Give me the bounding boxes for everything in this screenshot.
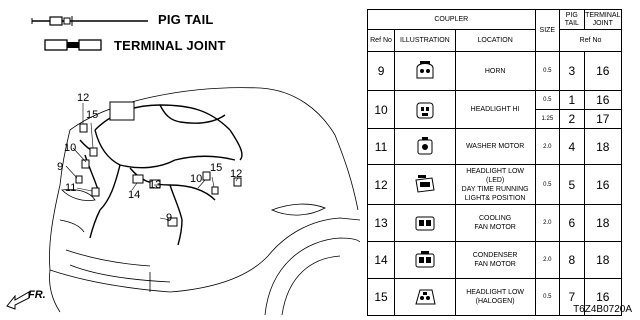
location-line: COOLING (478, 215, 512, 222)
row-location: HEADLIGHT LOW (LED) DAY TIME RUNNING LIG… (454, 164, 536, 205)
location-line: HEADLIGHT LOW (466, 167, 525, 175)
row-size: 1.25 (534, 109, 561, 129)
row-terminal-joint: 16 (583, 51, 623, 91)
callout-15-left: 15 (86, 109, 99, 121)
callout-13: 13 (149, 179, 162, 191)
row-size: 0.5 (534, 278, 561, 316)
row-ref: 11 (366, 128, 396, 165)
engine-harness-drawing (49, 87, 360, 316)
size-header: SIZE (534, 9, 561, 52)
callout-12-right: 12 (230, 168, 243, 180)
location-line: DAY TIME RUNNING (461, 185, 529, 193)
callout-12-left: 12 (77, 92, 90, 104)
front-direction-label: FR. (28, 289, 46, 301)
row-terminal-joint: 16 (583, 278, 623, 316)
connector-illustration (394, 90, 456, 129)
location-line: CONDENSER (472, 252, 518, 259)
callout-11: 11 (65, 182, 77, 194)
callout-9-right: 9 (166, 212, 173, 224)
row-location: WASHER MOTOR (454, 128, 536, 165)
location-line: (LED) (485, 176, 505, 184)
coupler-header: COUPLER (367, 9, 536, 30)
row-size: 0.5 (534, 90, 561, 110)
row-ref: 13 (366, 204, 396, 242)
table-row: 12 HEADLIGHT LOW (LED) DAY TIME RUNNING … (366, 164, 623, 205)
cooling-fan-connector-icon (415, 216, 435, 231)
headlight-halogen-connector-icon (415, 289, 436, 305)
row-location: HORN (454, 51, 536, 91)
row-terminal-joint: 18 (583, 128, 623, 165)
connector-illustration (394, 51, 456, 91)
illustration-header: ILLUSTRATION (394, 29, 456, 52)
row-size: 2.0 (534, 128, 561, 165)
connector-illustration (394, 204, 456, 242)
location-line: LIGHT& POSITION (464, 194, 526, 202)
headlight-led-connector-icon (415, 174, 435, 193)
connector-illustration (394, 241, 456, 279)
washer-motor-connector-icon (417, 136, 433, 154)
row-location: COOLING FAN MOTOR (454, 204, 536, 242)
row-ref: 14 (366, 241, 396, 279)
row-ref: 10 (366, 90, 396, 129)
terminal-joint-header: TERMINAL JOINT (583, 9, 623, 30)
table-row: 9 HORN 0.5 3 16 (366, 51, 623, 91)
row-terminal-joint: 18 (583, 241, 623, 279)
row-pig-tail: 8 (559, 241, 585, 279)
table-row: 11 WASHER MOTOR 2.0 4 18 (366, 128, 623, 165)
row-ref: 15 (366, 278, 396, 316)
callout-10-right: 10 (190, 173, 203, 185)
headlight-hi-connector-icon (416, 102, 434, 118)
row-size: 2.0 (534, 204, 561, 242)
terminal-joint-icon (44, 39, 102, 51)
callout-10-left: 10 (64, 142, 77, 154)
row-terminal-joint: 16 (583, 164, 623, 205)
location-header: LOCATION (454, 29, 536, 52)
row-size: 2.0 (534, 241, 561, 279)
row-location: CONDENSER FAN MOTOR (454, 241, 536, 279)
row-terminal-joint: 18 (583, 204, 623, 242)
table-row: 14 CONDENSER FAN MOTOR 2.0 8 18 (366, 241, 623, 279)
ref-no-header-2: Ref No (559, 29, 622, 52)
connector-illustration (394, 278, 456, 316)
connector-illustration (394, 128, 456, 165)
condenser-fan-connector-icon (415, 251, 435, 268)
horn-connector-icon (416, 61, 434, 79)
table-row: 15 HEADLIGHT LOW (HALOGEN) 0.5 7 16 (366, 278, 623, 316)
callout-15-right: 15 (210, 162, 223, 174)
row-pig-tail: 7 (559, 278, 585, 316)
row-size: 0.5 (534, 51, 561, 91)
connector-illustration (394, 164, 456, 205)
location-line: HEADLIGHT LOW (466, 289, 525, 296)
row-ref: 12 (366, 164, 396, 205)
row-size: 0.5 (534, 164, 561, 205)
location-line: FAN MOTOR (474, 224, 516, 231)
table-row: 13 COOLING FAN MOTOR 2.0 6 18 (366, 204, 623, 242)
row-pig-tail: 2 (559, 109, 585, 129)
callout-9-left: 9 (57, 161, 64, 173)
pig-tail-header: PIG TAIL (559, 9, 585, 30)
pig-tail-icon (31, 16, 148, 26)
row-terminal-joint: 16 (583, 90, 623, 110)
row-location: HEADLIGHT HI (454, 90, 536, 129)
terminal-joint-label: TERMINAL JOINT (114, 38, 226, 53)
row-pig-tail: 5 (559, 164, 585, 205)
pig-tail-label: PIG TAIL (158, 12, 214, 27)
row-location: HEADLIGHT LOW (HALOGEN) (454, 278, 536, 316)
callout-14: 14 (128, 189, 141, 201)
diagram-code: T6Z4B0720A (573, 304, 632, 315)
row-pig-tail: 1 (559, 90, 585, 110)
row-terminal-joint: 17 (583, 109, 623, 129)
coupler-table: COUPLER SIZE PIG TAIL TERMINAL JOINT Ref… (366, 9, 623, 316)
row-pig-tail: 3 (559, 51, 585, 91)
row-pig-tail: 6 (559, 204, 585, 242)
table-row: 10 HEADLIGHT HI 0.5 1 16 (366, 90, 623, 129)
row-pig-tail: 4 (559, 128, 585, 165)
location-line: (HALOGEN) (475, 298, 515, 305)
location-line: FAN MOTOR (474, 261, 516, 268)
ref-no-header: Ref No (366, 29, 396, 52)
front-direction-arrow-icon (6, 291, 30, 310)
row-ref: 9 (366, 51, 396, 91)
